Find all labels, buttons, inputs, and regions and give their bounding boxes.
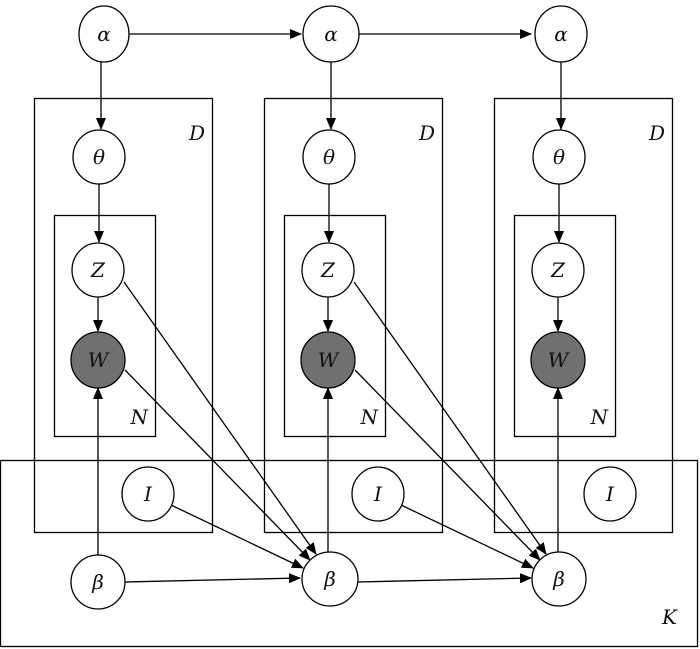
plate-d-1 xyxy=(33,97,214,534)
theta-node-2 xyxy=(302,129,356,185)
w-node-1 xyxy=(70,331,126,389)
plate-n-3 xyxy=(513,214,617,438)
alpha-label-2: α xyxy=(324,22,338,46)
alpha-node-3 xyxy=(534,5,588,63)
theta-node-1 xyxy=(72,129,126,185)
w-node-2 xyxy=(300,331,356,389)
edges xyxy=(93,29,566,584)
alpha-label-3: α xyxy=(554,22,568,46)
beta-node-3 xyxy=(531,551,587,607)
z-node-2 xyxy=(301,242,355,298)
w-label-1: W xyxy=(88,348,110,372)
plate-n-label-3: N xyxy=(590,405,610,429)
beta-label-3: β xyxy=(552,567,565,591)
i-node-2 xyxy=(351,466,405,522)
w-node-3 xyxy=(530,331,586,389)
plate-d-3 xyxy=(493,97,674,534)
alpha-node-1 xyxy=(78,5,130,63)
beta-label-2: β xyxy=(323,567,336,591)
i-label-2: I xyxy=(373,482,383,506)
z-label-1: Z xyxy=(90,258,106,282)
edge-w1-beta2 xyxy=(124,369,311,561)
beta-node-2 xyxy=(301,551,359,607)
edge-i2-beta3 xyxy=(400,504,534,569)
alpha-label-1: α xyxy=(97,22,111,46)
plate-d-label-1: D xyxy=(188,121,205,145)
plate-d-label-2: D xyxy=(418,121,435,145)
theta-label-3: θ xyxy=(553,145,565,169)
i-label-3: I xyxy=(605,482,615,506)
theta-label-2: θ xyxy=(323,145,335,169)
i-node-1 xyxy=(121,466,175,522)
i-node-3 xyxy=(583,466,637,522)
edge-z1-beta2 xyxy=(123,281,317,555)
z-node-3 xyxy=(531,242,585,298)
plate-d-label-3: D xyxy=(648,121,665,145)
i-label-1: I xyxy=(143,482,153,506)
plate-d-2 xyxy=(263,97,444,534)
edge-beta2-beta3 xyxy=(356,573,532,584)
plate-k xyxy=(0,459,699,648)
plate-k-label: K xyxy=(661,605,678,629)
beta-node-1 xyxy=(70,554,126,610)
plate-n-label-2: N xyxy=(360,405,380,429)
column-1: α θ Z W I β xyxy=(70,5,175,610)
w-label-3: W xyxy=(548,348,570,372)
w-label-2: W xyxy=(318,348,340,372)
theta-label-1: θ xyxy=(93,145,105,169)
theta-node-3 xyxy=(532,129,586,185)
z-label-2: Z xyxy=(320,258,336,282)
column-2: α θ Z W I β xyxy=(300,5,405,607)
edge-i1-beta2 xyxy=(170,504,304,569)
column-3: α θ Z W I β xyxy=(530,5,637,607)
edge-z2-beta3 xyxy=(353,281,547,555)
plate-n-label-1: N xyxy=(130,405,150,429)
beta-label-1: β xyxy=(91,570,104,594)
edge-beta1-beta2 xyxy=(124,573,301,584)
z-label-3: Z xyxy=(550,258,566,282)
edge-w2-beta3 xyxy=(354,369,541,561)
alpha-node-2 xyxy=(302,5,360,63)
z-node-1 xyxy=(71,242,125,298)
